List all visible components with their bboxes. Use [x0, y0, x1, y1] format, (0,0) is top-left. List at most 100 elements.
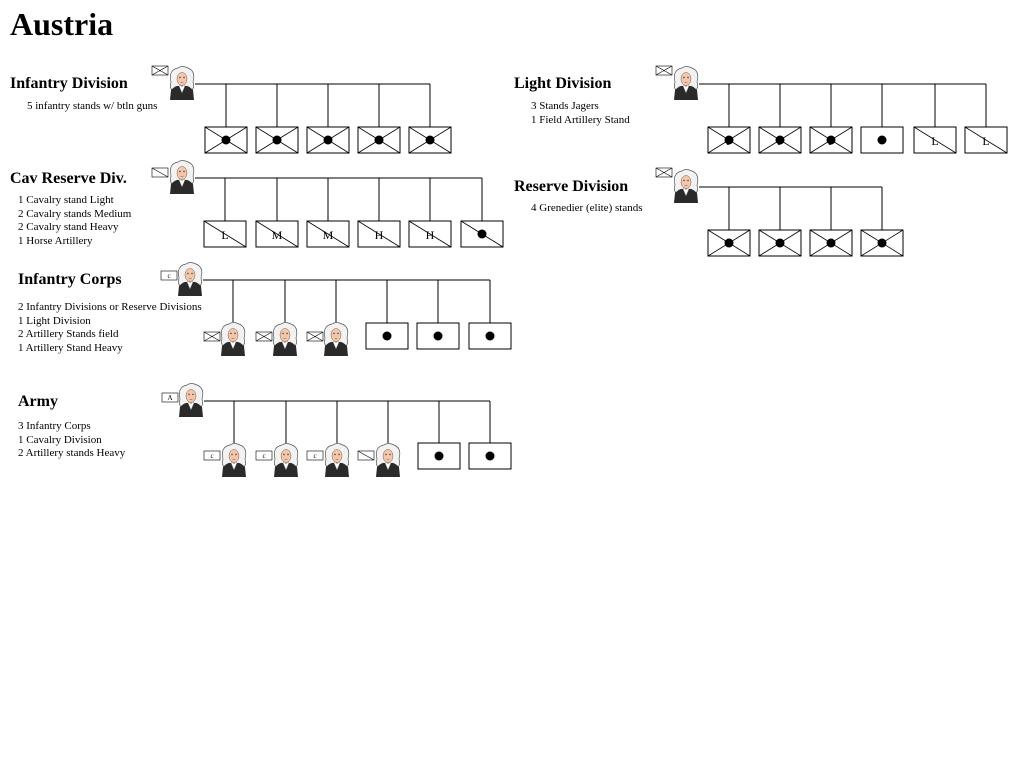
description-line: 1 Field Artillery Stand	[531, 113, 630, 126]
description-line: 3 Infantry Corps	[18, 420, 91, 432]
description-line: 1 Artillery Stand Heavy	[18, 341, 123, 354]
unit-stand: L	[913, 126, 957, 154]
unit-stand	[460, 220, 504, 248]
commander-icon	[673, 169, 699, 204]
stand-label: M	[272, 228, 283, 242]
unit-stand	[860, 126, 904, 154]
light-division-title: Light Division	[514, 75, 612, 92]
infantry-division-title: Infantry Division	[10, 75, 128, 92]
commander-icon	[272, 322, 298, 357]
division-flag-icon	[203, 331, 221, 342]
unit-stand	[408, 126, 452, 154]
artillery-dot-icon	[485, 331, 495, 341]
artillery-dot-icon	[826, 238, 836, 248]
description-line: 1 Horse Artillery	[18, 234, 93, 247]
division-flag-icon	[151, 65, 169, 76]
unit-stand	[416, 322, 460, 350]
unit-stand: M	[255, 220, 299, 248]
command-flag-icon: c	[255, 450, 273, 461]
stand-label: J	[778, 134, 783, 148]
command-flag-icon: c	[203, 450, 221, 461]
stand-label: H	[426, 228, 435, 242]
stand-diagonal	[306, 220, 350, 248]
commander-icon	[221, 443, 247, 478]
stand-label: L	[982, 134, 989, 148]
army-description: 3 Infantry Corps 1 Cavalry Division 2 Ar…	[18, 420, 125, 461]
commander-icon	[169, 160, 195, 195]
unit-stand: M	[306, 220, 350, 248]
description-line: 2 Artillery stands Heavy	[18, 447, 126, 459]
unit-stand	[707, 229, 751, 257]
unit-stand	[255, 126, 299, 154]
unit-stand	[860, 229, 904, 257]
unit-stand	[758, 229, 802, 257]
artillery-dot-icon	[272, 135, 282, 145]
unit-stand	[357, 126, 401, 154]
unit-stand: H	[408, 220, 452, 248]
unit-stand	[417, 442, 461, 470]
commander-icon	[178, 383, 204, 418]
commander-icon	[375, 443, 401, 478]
unit-stand	[468, 442, 512, 470]
commander-icon	[673, 66, 699, 101]
command-flag-icon	[151, 167, 169, 178]
stand-diagonal	[913, 126, 957, 154]
stand-diagonal	[203, 220, 247, 248]
artillery-dot-icon	[877, 238, 887, 248]
reserve-division-title: Reserve Division	[514, 178, 629, 195]
artillery-dot-icon	[374, 135, 384, 145]
artillery-dot-icon	[477, 229, 487, 239]
description-line: 1 Cavalry stand Light	[18, 194, 114, 206]
artillery-dot-icon	[221, 135, 231, 145]
command-flag-icon	[357, 450, 375, 461]
unit-stand	[468, 322, 512, 350]
description-line: 2 Cavalry stands Medium	[18, 207, 132, 220]
stand-diagonal	[964, 126, 1008, 154]
unit-stand: J	[758, 126, 802, 154]
commander-icon	[324, 443, 350, 478]
commander-icon	[220, 322, 246, 357]
flag-letter: c	[167, 272, 170, 280]
description-line: 2 Artillery Stands field	[18, 328, 119, 340]
division-flag-icon	[255, 331, 273, 342]
reserve-division-description: 4 Grenedier (elite) stands	[531, 202, 642, 216]
stand-label: L	[931, 134, 938, 148]
unit-stand: J	[707, 126, 751, 154]
division-flag-icon	[655, 65, 673, 76]
description-line: 5 infantry stands w/ btln guns	[27, 100, 158, 112]
artillery-dot-icon	[323, 135, 333, 145]
flag-letter: A	[167, 394, 172, 402]
infantry-corps-title: Infantry Corps	[18, 271, 122, 288]
description-line: 4 Grenedier (elite) stands	[531, 202, 643, 214]
artillery-dot-icon	[775, 135, 785, 145]
description-line: 3 Stands Jagers	[531, 100, 599, 112]
stand-label: M	[323, 228, 334, 242]
army-title: Army	[18, 393, 58, 410]
cav-reserve-description: 1 Cavalry stand Light 2 Cavalry stands M…	[18, 194, 131, 248]
commander-icon	[177, 262, 203, 297]
artillery-dot-icon	[433, 331, 443, 341]
flag-letter: c	[210, 452, 213, 460]
artillery-dot-icon	[724, 238, 734, 248]
command-flag-icon: c	[160, 270, 178, 281]
artillery-dot-icon	[382, 331, 392, 341]
artillery-dot-icon	[425, 135, 435, 145]
artillery-dot-icon	[485, 451, 495, 461]
stand-label: J	[727, 134, 732, 148]
unit-stand: J	[809, 126, 853, 154]
unit-stand: L	[203, 220, 247, 248]
description-line: 2 Cavalry stand Heavy	[18, 221, 119, 233]
commander-icon	[273, 443, 299, 478]
command-flag-icon: A	[161, 392, 179, 403]
artillery-dot-icon	[775, 238, 785, 248]
division-flag-icon	[655, 167, 673, 178]
flag-letter: c	[313, 452, 316, 460]
unit-stand	[809, 229, 853, 257]
artillery-dot-icon	[877, 135, 887, 145]
cav-reserve-title: Cav Reserve Div.	[10, 170, 127, 187]
infantry-division-description: 5 infantry stands w/ btln guns	[27, 100, 157, 114]
description-line: 1 Light Division	[18, 314, 91, 327]
unit-stand	[365, 322, 409, 350]
description-line: 1 Cavalry Division	[18, 433, 102, 446]
light-division-description: 3 Stands Jagers 1 Field Artillery Stand	[531, 100, 630, 127]
